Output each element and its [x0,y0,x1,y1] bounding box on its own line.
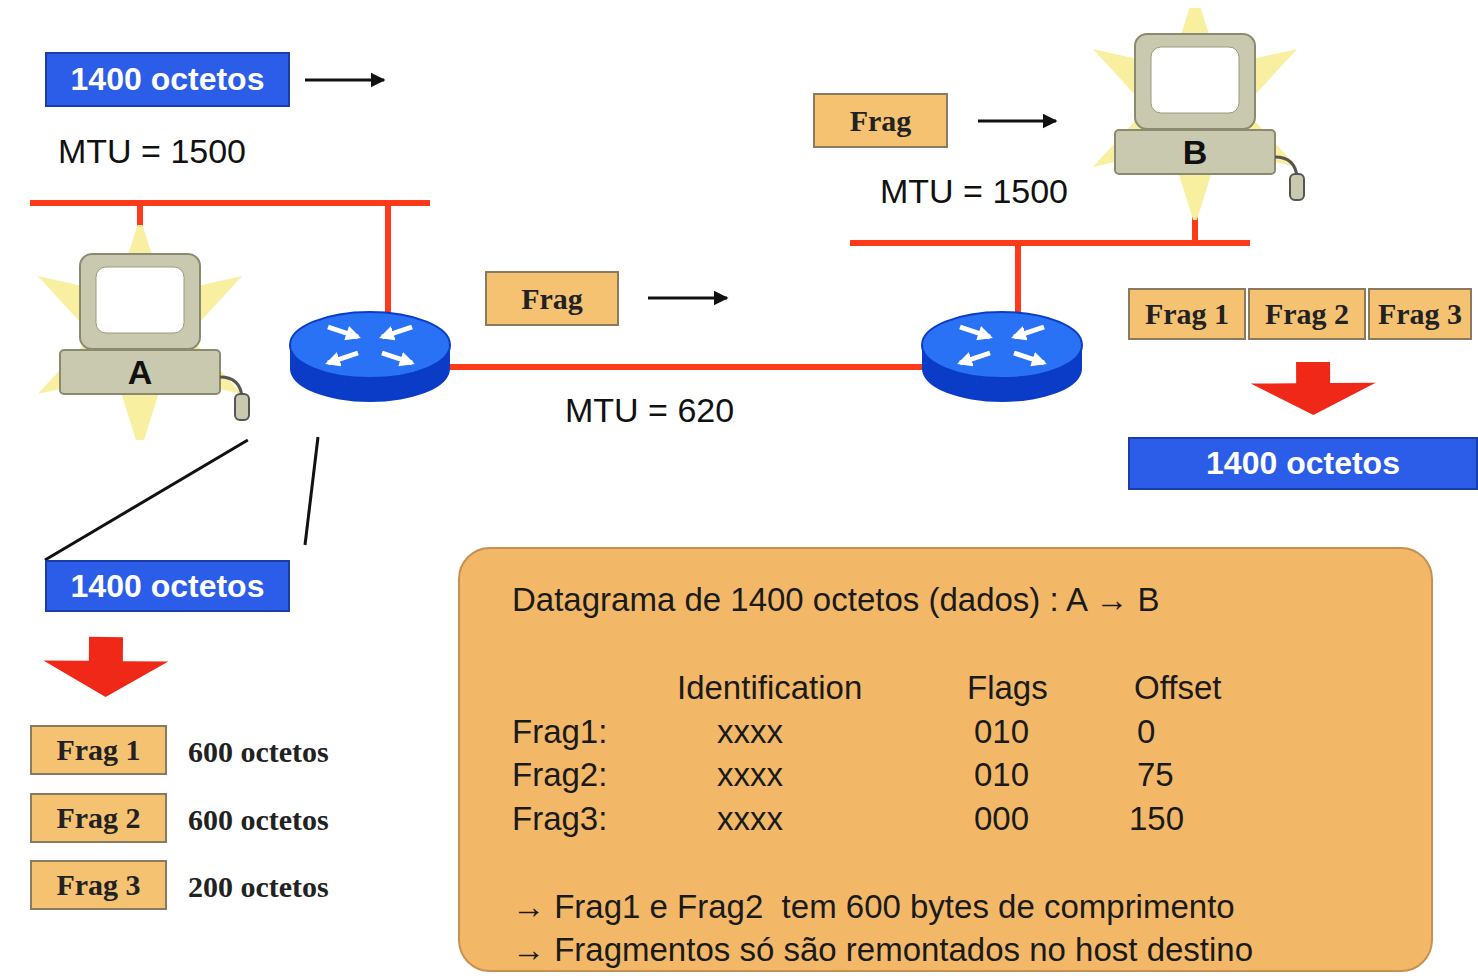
table-cell: Offset [1134,669,1221,707]
box-label: Frag 1 [1145,297,1229,331]
table-cell: xxxx [717,800,783,838]
computer-base [60,350,220,394]
table-title: Datagrama de 1400 octetos (dados) : A → … [512,581,1160,619]
table-cell: Flags [967,669,1048,707]
mouse [235,394,249,420]
computer-icon [20,225,265,440]
router-symbol [922,312,1082,402]
screen [1151,47,1239,113]
box-label: Frag 3 [56,868,140,902]
box-label: Frag 3 [1378,297,1462,331]
mouse [1290,174,1304,200]
size-label: 600 octetos [188,735,329,769]
mtu-label: MTU = 1500 [880,172,1068,211]
fragment-box: Frag 3 [1368,288,1472,340]
computer-icon [1070,8,1320,220]
host-name: A [128,353,153,392]
table-cell: 0 [1137,713,1155,751]
table-cell: 000 [974,800,1029,838]
box-label: Frag 2 [56,801,140,835]
table-cell: Frag3: [512,800,607,838]
mtu-label: MTU = 1500 [58,132,246,171]
computer-base [1115,130,1275,174]
table-cell: xxxx [717,756,783,794]
box-label: Frag 2 [1265,297,1349,331]
table-cell: 010 [974,713,1029,751]
datagram-box: 1400 octetos [1128,437,1478,490]
fragment-box: Frag 2 [30,793,167,843]
fragment-box: Frag 1 [1128,288,1246,340]
table-cell: 010 [974,756,1029,794]
zoom-leader [45,440,248,560]
direction-arrow [648,297,727,300]
zoom-leader-line [305,437,318,545]
box-label: 1400 octetos [1206,445,1400,482]
mtu-label: MTU = 620 [565,391,734,430]
fragment-box: Frag [485,271,619,326]
router-symbol [290,312,450,402]
computer-icon [60,254,249,420]
fragment-table: Datagrama de 1400 octetos (dados) : A → … [458,547,1433,972]
table-cell: Identification [677,669,862,707]
computer-icon [1115,34,1304,200]
network-wire [30,200,430,206]
monitor [1135,34,1255,129]
fragment-box: Frag 2 [1248,288,1366,340]
fragment-box: Frag [813,93,948,148]
box-label: 1400 octetos [71,61,265,98]
note-text: → Frag1 e Frag2 tem 600 bytes de comprim… [512,888,1235,926]
host-name: B [1183,133,1208,172]
size-label: 600 octetos [188,803,329,837]
reassembly-arrow [1251,362,1376,415]
fragment-box: Frag 1 [30,725,167,775]
box-label: Frag 1 [56,733,140,767]
host-computer: B [1070,8,1320,220]
fragment-box: Frag 3 [30,860,167,910]
size-label: 200 octetos [188,870,329,904]
direction-arrow [305,79,384,82]
direction-arrow [978,120,1056,123]
monitor [80,254,200,349]
fragmentation-arrow [43,637,168,697]
table-cell: 150 [1129,800,1184,838]
host-computer: A [20,225,265,440]
network-wire [385,203,391,325]
note-text: → Fragmentos só são remontados no host d… [512,931,1253,969]
datagram-box: 1400 octetos [45,52,290,107]
table-cell: Frag1: [512,713,607,751]
table-cell: xxxx [717,713,783,751]
network-wire [440,364,930,370]
table-cell: 75 [1137,756,1174,794]
network-wire [850,240,1250,246]
table-cell: Frag2: [512,756,607,794]
box-label: 1400 octetos [71,568,265,605]
highlight-star [1093,8,1297,220]
highlight-star [38,225,242,440]
datagram-box: 1400 octetos [45,560,290,612]
screen [96,267,184,333]
box-label: Frag [521,282,583,316]
box-label: Frag [850,104,912,138]
